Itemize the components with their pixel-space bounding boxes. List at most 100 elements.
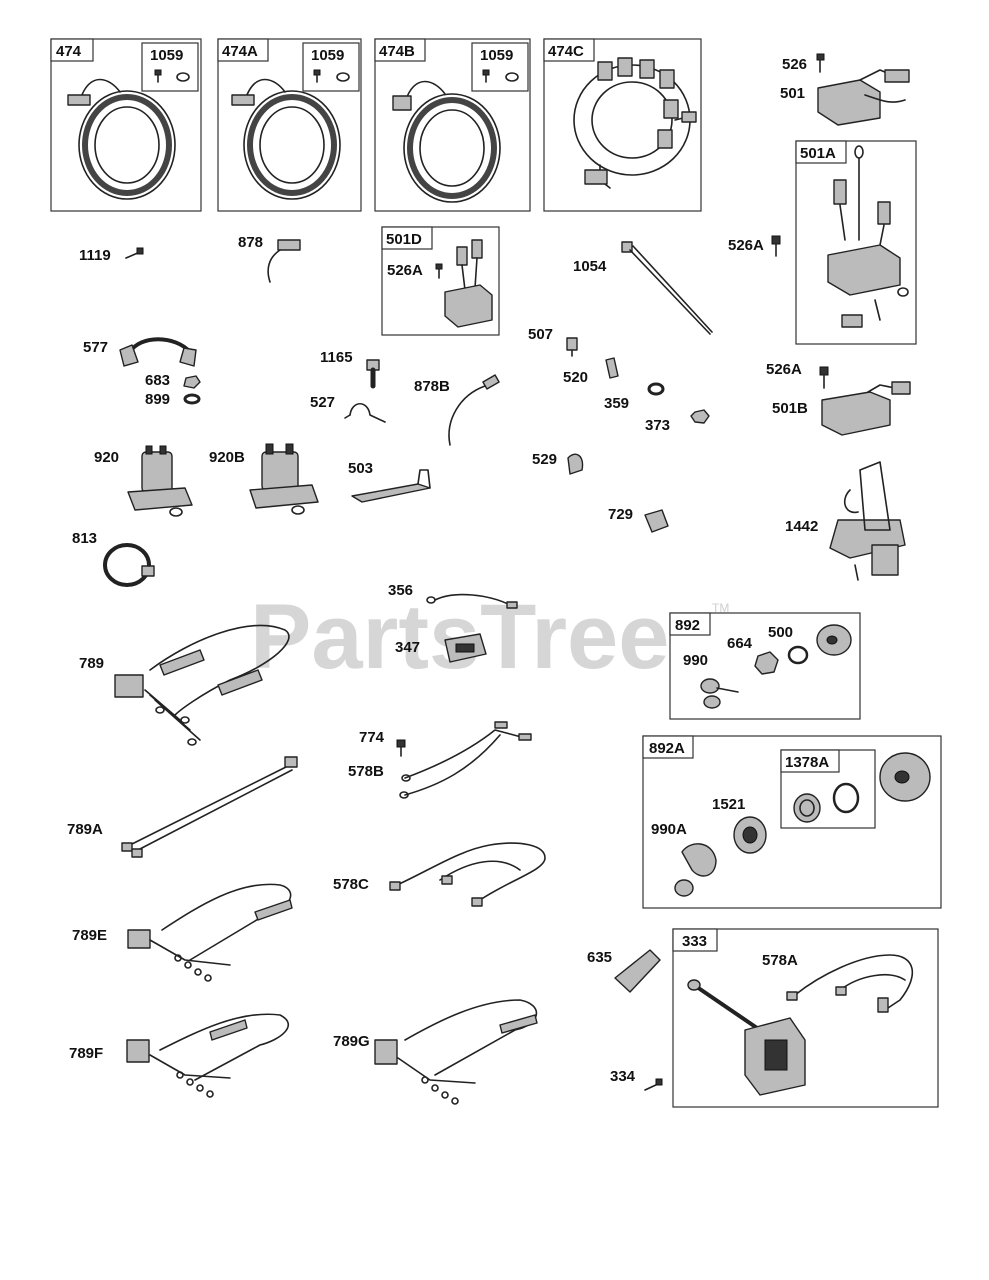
nut-icon xyxy=(754,651,779,675)
part-label-789G: 789G xyxy=(333,1033,370,1050)
part-label-500: 500 xyxy=(768,624,793,641)
screw-icon xyxy=(816,53,825,73)
part-label-526: 526 xyxy=(782,56,807,73)
part-label-878: 878 xyxy=(238,234,263,251)
key-icon xyxy=(674,843,717,897)
washer-icon xyxy=(647,382,665,396)
part-label-373: 373 xyxy=(645,417,670,434)
voltage-regulator-icon xyxy=(817,69,910,126)
wire-harness-icon xyxy=(121,756,298,858)
part-label-664: 664 xyxy=(727,635,753,652)
washer-icon xyxy=(505,72,519,82)
nut-icon xyxy=(690,409,710,424)
part-label-1119: 1119 xyxy=(79,247,111,264)
bolt-icon xyxy=(366,359,380,389)
box-501D: 501D 526A xyxy=(381,226,500,336)
part-label-1054: 1054 xyxy=(573,258,607,275)
part-label-683: 683 xyxy=(145,372,170,389)
part-label-529: 529 xyxy=(532,451,557,468)
nut-icon xyxy=(183,375,201,389)
part-label-990A: 990A xyxy=(651,821,687,838)
screw-icon xyxy=(313,69,321,83)
ignition-housing-icon xyxy=(829,461,906,581)
box-sub-label: 1059 xyxy=(150,47,183,64)
box-label: 474B xyxy=(379,43,415,60)
screw-icon xyxy=(125,247,144,259)
part-label-501: 501 xyxy=(780,85,805,102)
wiring-harness-icon xyxy=(126,1013,289,1098)
clamp-icon xyxy=(344,402,386,423)
screw-icon xyxy=(396,739,406,757)
part-label-789F: 789F xyxy=(69,1045,103,1062)
terminal-icon xyxy=(566,337,578,357)
part-label-1442: 1442 xyxy=(785,518,818,535)
clip-icon xyxy=(644,509,669,533)
part-label-503: 503 xyxy=(348,460,373,477)
part-label-577: 577 xyxy=(83,339,108,356)
part-label-789A: 789A xyxy=(67,821,103,838)
solenoid-icon xyxy=(249,443,319,515)
box-label: 333 xyxy=(682,933,707,950)
box-1378A: 1378A xyxy=(780,749,876,829)
box-sub-label: 1059 xyxy=(480,47,513,64)
ignition-coil-icon xyxy=(687,979,806,1096)
stator-assembly-icon xyxy=(573,57,697,189)
part-label-990: 990 xyxy=(683,652,708,669)
wire-lead-icon xyxy=(786,954,914,1013)
box-892A: 892A 1378A 1521 990A xyxy=(642,735,942,909)
connector-lead-icon xyxy=(267,239,301,283)
part-label-347: 347 xyxy=(395,639,420,656)
stator-coil-icon xyxy=(392,80,501,203)
part-label-729: 729 xyxy=(608,506,633,523)
regulator-icon xyxy=(821,381,911,436)
part-label-578A: 578A xyxy=(762,952,798,969)
wiring-harness-icon xyxy=(114,624,290,746)
part-label-774: 774 xyxy=(359,729,385,746)
washer-icon xyxy=(176,72,190,82)
retainer-ring-icon xyxy=(832,782,860,814)
lead-wire-icon xyxy=(448,374,500,446)
part-label-527: 527 xyxy=(310,394,335,411)
part-label-526A: 526A xyxy=(766,361,802,378)
part-label-501B: 501B xyxy=(772,400,808,417)
ignition-switch-icon xyxy=(816,624,852,656)
box-892: 892 664 500 990 xyxy=(669,612,861,720)
box-label: 1378A xyxy=(785,754,829,771)
ground-wire-icon xyxy=(426,593,518,609)
part-label-359: 359 xyxy=(604,395,629,412)
part-label-789E: 789E xyxy=(72,927,107,944)
part-label-899: 899 xyxy=(145,391,170,408)
part-label-789: 789 xyxy=(79,655,104,672)
switch-nut-icon xyxy=(733,816,767,854)
hose-clamp-icon xyxy=(103,543,155,587)
regulator-assembly-icon xyxy=(827,145,909,328)
screw-icon xyxy=(435,263,443,279)
part-label-507: 507 xyxy=(528,326,553,343)
key-icon xyxy=(700,678,739,709)
screw-icon xyxy=(644,1078,663,1091)
wire-lead-icon xyxy=(389,842,546,907)
regulator-icon xyxy=(444,239,493,328)
stator-coil-icon xyxy=(67,78,176,200)
part-label-356: 356 xyxy=(388,582,413,599)
screw-icon xyxy=(154,69,162,83)
rocker-switch-icon xyxy=(444,633,487,663)
box-label: 501D xyxy=(386,231,422,248)
part-label-920B: 920B xyxy=(209,449,245,466)
solenoid-icon xyxy=(127,445,193,517)
screw-icon xyxy=(819,366,829,389)
part-label-578B: 578B xyxy=(348,763,384,780)
part-label-1521: 1521 xyxy=(712,796,745,813)
lock-washer-icon xyxy=(787,645,809,665)
watermark-trademark: TM xyxy=(712,601,729,615)
box-label: 474C xyxy=(548,43,584,60)
part-label-520: 520 xyxy=(563,369,588,386)
box-474B: 474B 1059 xyxy=(374,38,531,212)
part-label-920: 920 xyxy=(94,449,119,466)
part-label-1165: 1165 xyxy=(320,349,353,366)
washer-icon xyxy=(336,72,350,82)
box-333: 333 578A xyxy=(672,928,939,1108)
stator-coil-icon xyxy=(231,78,341,200)
cable-tie-icon xyxy=(621,241,713,335)
